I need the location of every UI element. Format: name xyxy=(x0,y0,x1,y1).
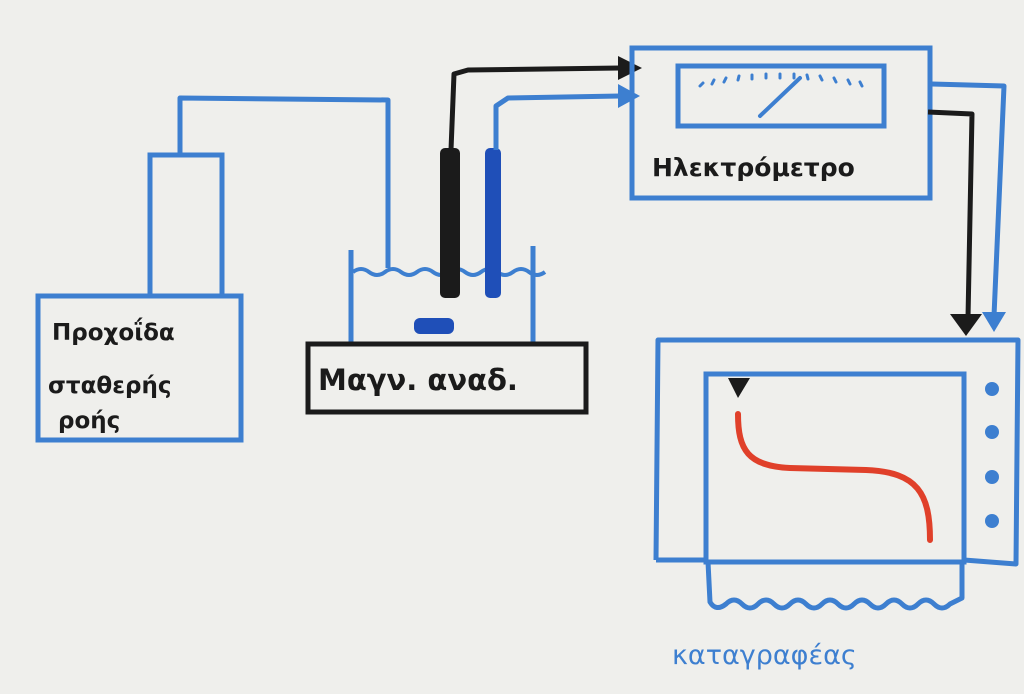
recorder-knob-3 xyxy=(985,470,999,484)
burette-body xyxy=(35,293,244,443)
black-lead xyxy=(448,65,621,151)
burette-label-line2: σταθερής xyxy=(48,373,171,399)
signal-lead-blue xyxy=(931,81,1007,317)
magnetic-stirrer: Μαγν. αναδ. xyxy=(305,341,589,415)
burette-label-line3: ροής xyxy=(58,408,120,434)
stir-bar xyxy=(414,318,454,334)
recorder xyxy=(653,337,1021,611)
recorder-knob-4 xyxy=(985,514,999,528)
stirrer-box xyxy=(305,341,589,415)
burette: Προχοΐδα σταθερής ροής xyxy=(35,152,244,443)
beaker-walls xyxy=(348,246,536,344)
recorder-paper-roll xyxy=(705,561,965,611)
delivery-tube xyxy=(177,95,391,268)
signal-lead-black-arrow xyxy=(950,314,982,336)
recorder-pen xyxy=(728,378,750,398)
signal-lead-blue-arrow xyxy=(982,312,1006,332)
electrometer-box xyxy=(629,45,933,201)
meter-needle xyxy=(758,76,802,118)
dial-tick-marks xyxy=(698,72,864,88)
blue-lead-arrow xyxy=(618,84,640,108)
burette-label-line1: Προχοΐδα xyxy=(52,317,175,346)
recorder-knob-2 xyxy=(985,425,999,439)
electrometer-label: Ηλεκτρόμετρο xyxy=(652,153,855,182)
meter-dial-window xyxy=(675,63,887,129)
electrometer: Ηλεκτρόμετρο xyxy=(629,45,933,201)
blue-lead xyxy=(493,93,621,150)
signal-lead-black xyxy=(927,109,975,319)
recorder-housing xyxy=(653,337,1021,567)
recorder-knob-1 xyxy=(985,382,999,396)
blue-electrode xyxy=(485,148,501,298)
recorder-label: καταγραφέας xyxy=(672,640,857,671)
black-electrode xyxy=(440,148,460,298)
recorder-chart-area xyxy=(703,371,967,565)
stirrer-label: Μαγν. αναδ. xyxy=(318,363,518,397)
burette-column xyxy=(147,152,225,299)
titration-curve xyxy=(735,411,933,543)
